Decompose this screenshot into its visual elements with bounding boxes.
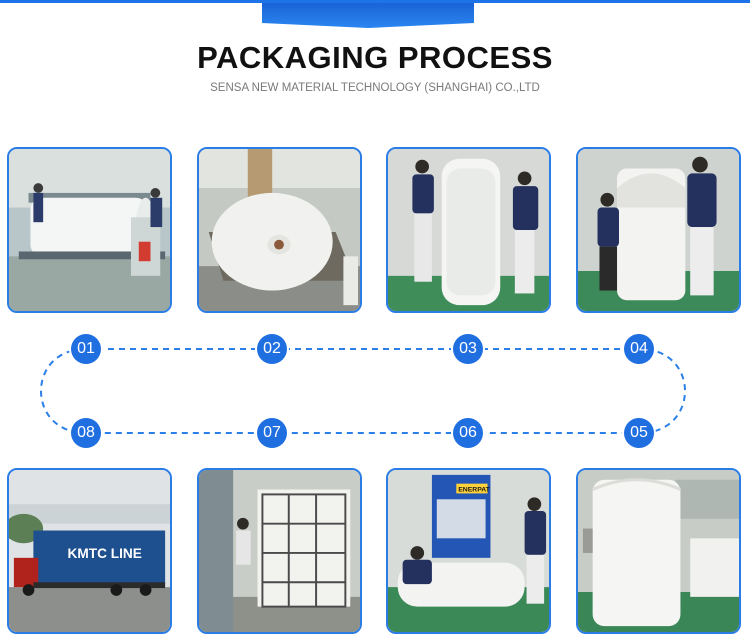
photo-step-07	[197, 468, 362, 634]
step-marker-06: 06	[453, 418, 483, 448]
top-accent-tab	[262, 3, 474, 28]
photo-step-05	[576, 468, 741, 634]
step-marker-03: 03	[453, 334, 483, 364]
page-title: PACKAGING PROCESS	[197, 40, 553, 75]
step-marker-01: 01	[71, 334, 101, 364]
machine-brand: ENERPAT	[458, 486, 490, 493]
top-accent-line	[0, 0, 750, 3]
step-marker-08: 08	[71, 418, 101, 448]
step-marker-07: 07	[257, 418, 287, 448]
photo-step-06: ENERPAT	[386, 468, 551, 634]
photo-step-08: KMTC LINE	[7, 468, 172, 634]
step-marker-04: 04	[624, 334, 654, 364]
photo-step-01	[7, 147, 172, 313]
step-marker-02: 02	[257, 334, 287, 364]
photo-step-03	[386, 147, 551, 313]
photo-step-04	[576, 147, 741, 313]
photo-step-02	[197, 147, 362, 313]
company-subtitle: SENSA NEW MATERIAL TECHNOLOGY (SHANGHAI)…	[210, 82, 540, 94]
truck-logo: KMTC LINE	[68, 546, 142, 561]
step-marker-05: 05	[624, 418, 654, 448]
